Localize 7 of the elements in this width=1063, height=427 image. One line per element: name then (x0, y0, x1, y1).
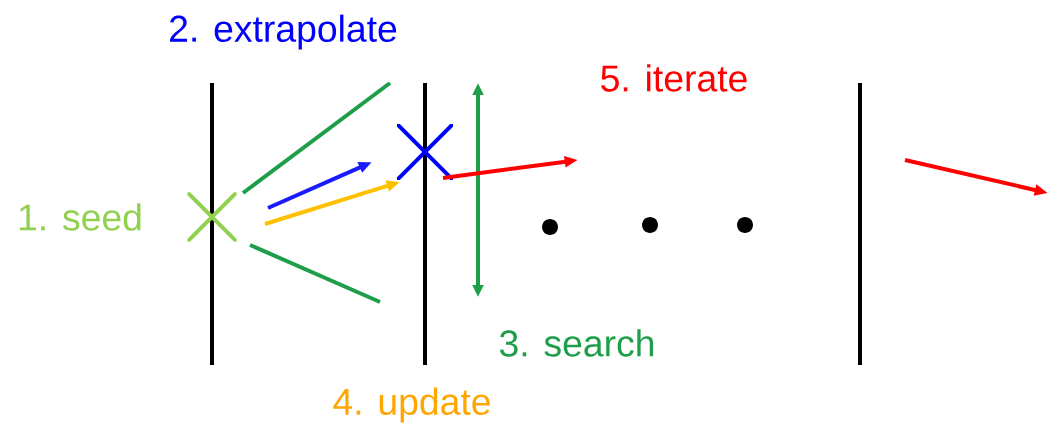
step-label: 3. search (499, 329, 654, 357)
hit-cross (397, 124, 453, 180)
step-label: 2. extrapolate (170, 14, 397, 50)
hit-cross (187, 192, 237, 242)
step-label: 1. seed (19, 203, 141, 231)
step-label: 4. update (333, 387, 490, 423)
step-label: 5. iterate (601, 64, 747, 92)
